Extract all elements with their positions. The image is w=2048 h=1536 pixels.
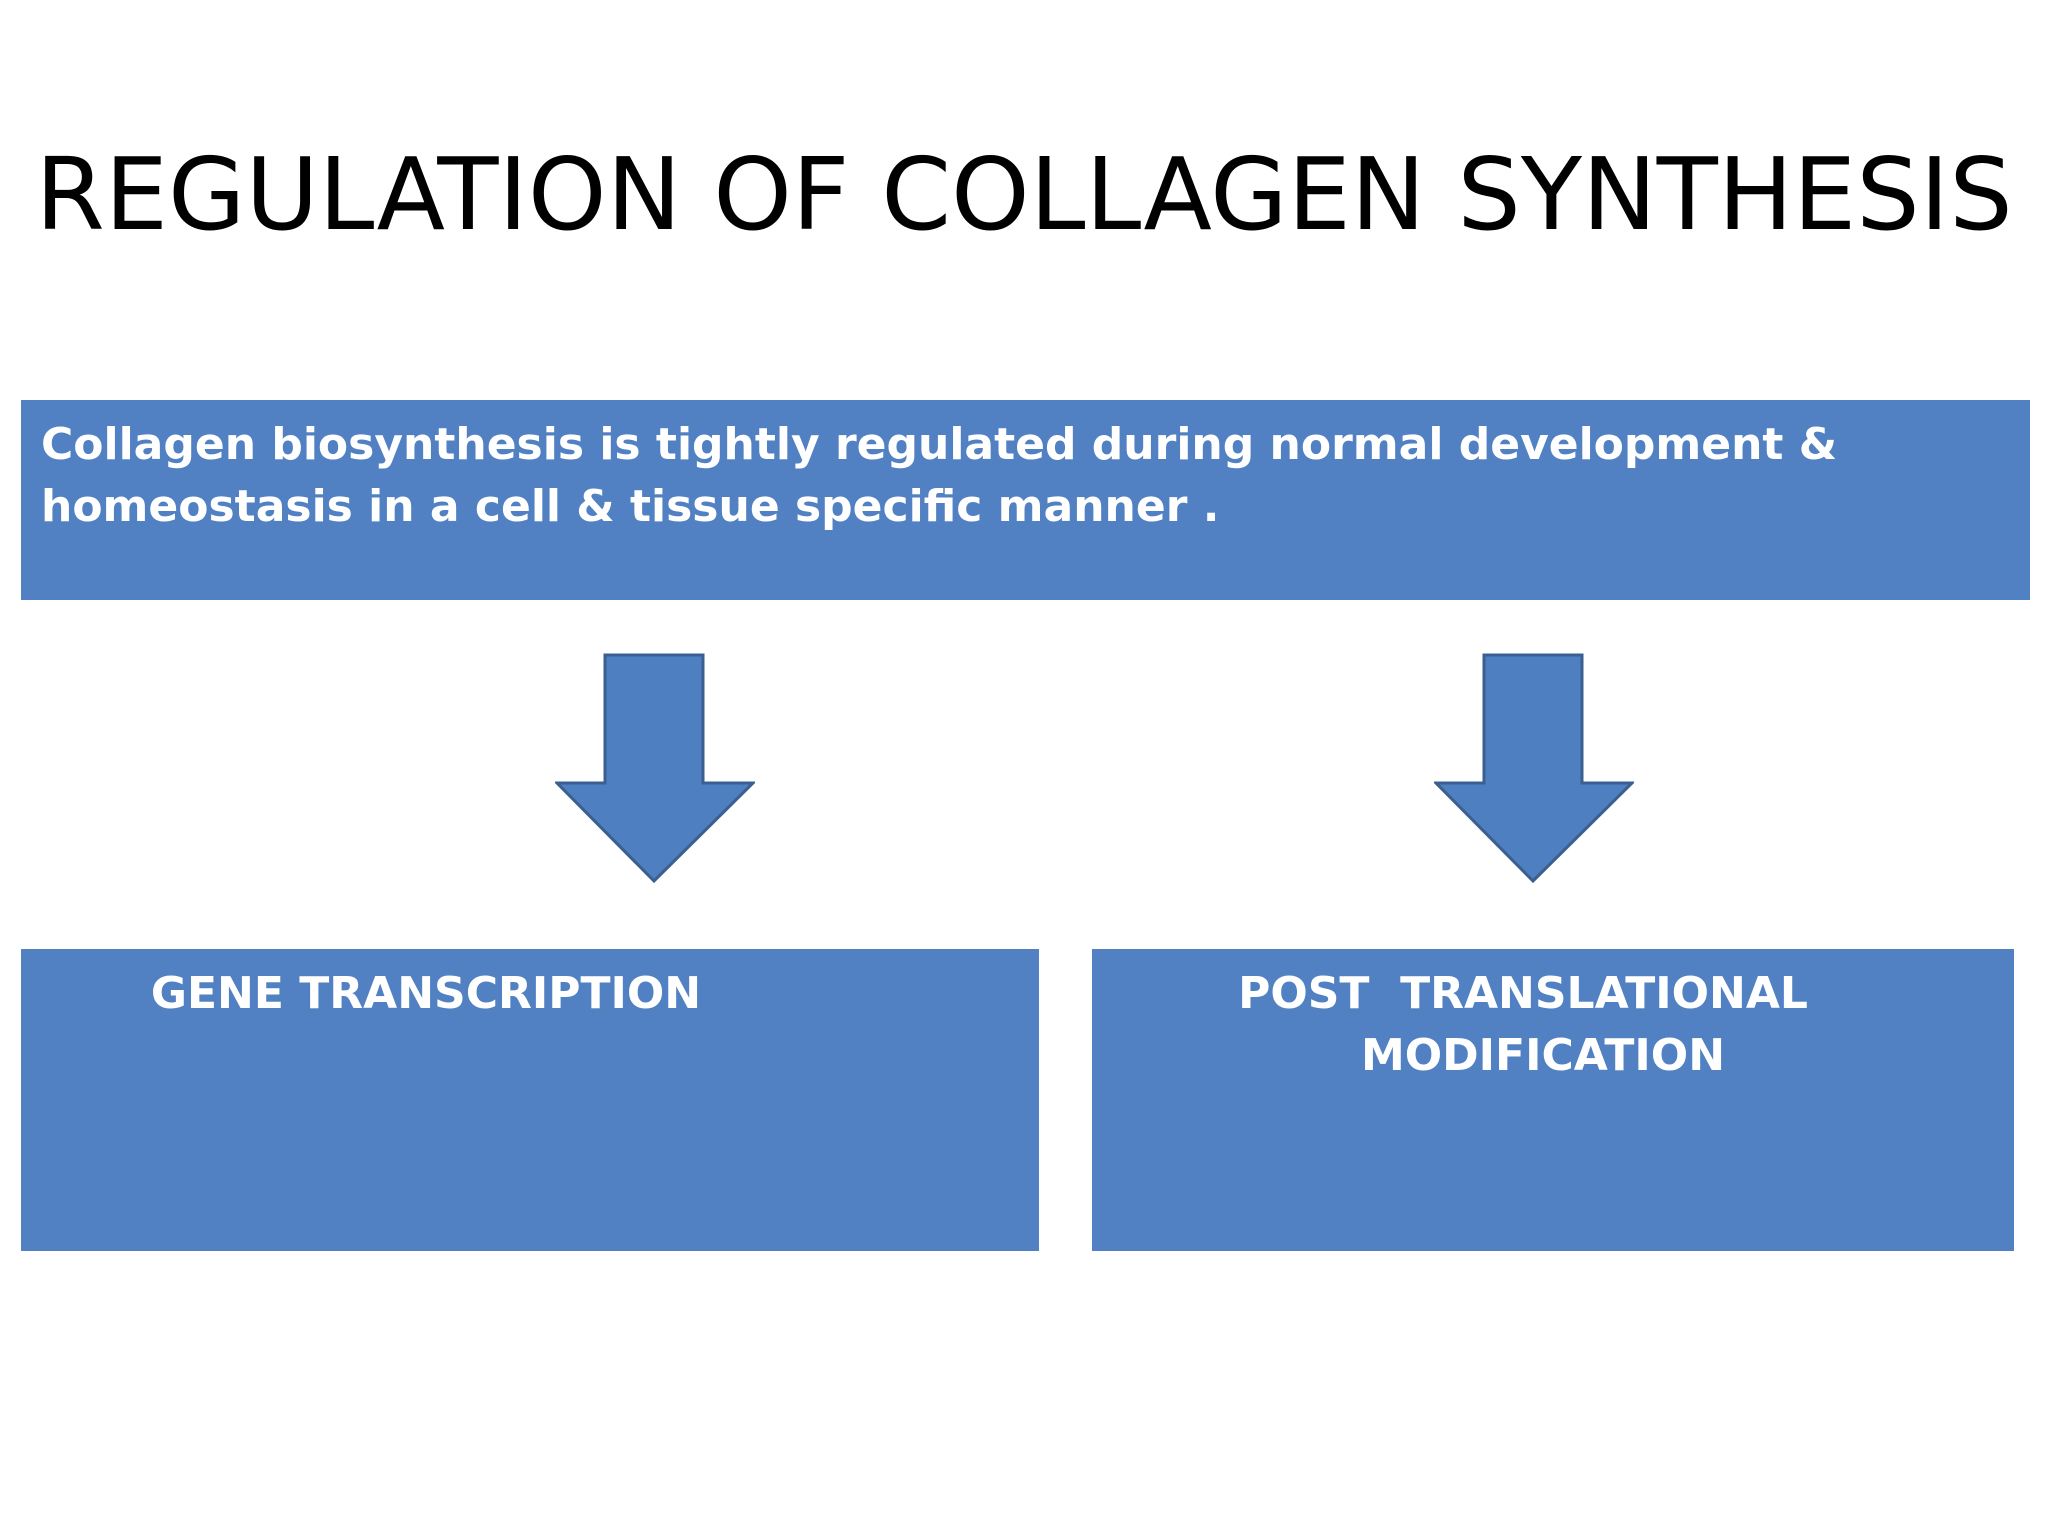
- down-arrow-icon: [555, 653, 755, 883]
- intro-text: Collagen biosynthesis is tightly regulat…: [41, 419, 1838, 532]
- slide-title: REGULATION OF COLLAGEN SYNTHESIS: [35, 136, 2013, 253]
- down-arrow-icon: [1434, 653, 1634, 883]
- gene-transcription-box: GENE TRANSCRIPTION: [21, 949, 1039, 1251]
- post-translational-label-line1: POST TRANSLATIONAL: [1238, 968, 1808, 1019]
- post-translational-label-line2: MODIFICATION: [1360, 1030, 1726, 1081]
- modification-label: MODIFICATION: [1082, 1025, 2004, 1087]
- gene-transcription-label: GENE TRANSCRIPTION: [150, 968, 702, 1019]
- post-translational-modification-box: POST TRANSLATIONAL MODIFICATION: [1092, 949, 2014, 1251]
- intro-box: Collagen biosynthesis is tightly regulat…: [21, 400, 2030, 600]
- post-translational-label: POST TRANSLATIONAL: [1062, 963, 1984, 1025]
